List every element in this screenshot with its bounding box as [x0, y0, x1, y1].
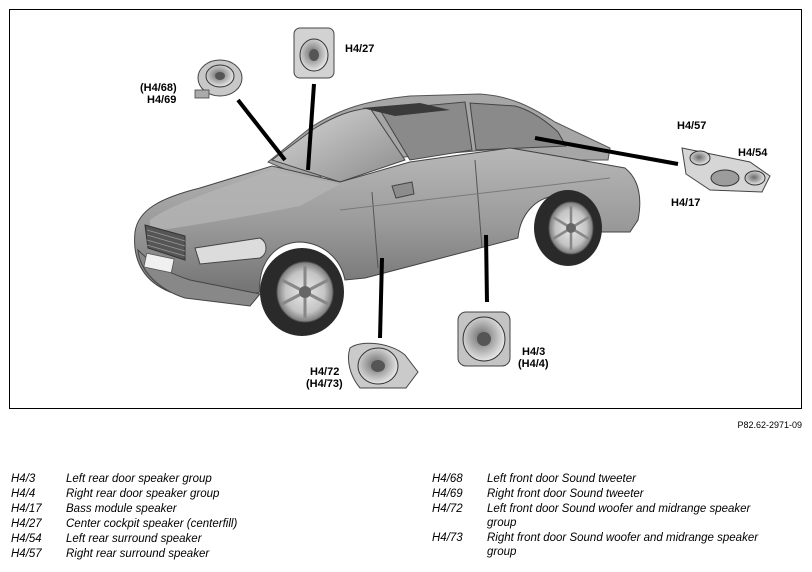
center-speaker-h4-27	[293, 27, 335, 79]
legend-code: H4/57	[11, 548, 42, 560]
rear-wheel	[534, 190, 602, 266]
legend-description: Right front door Sound woofer and midran…	[487, 532, 759, 544]
legend-row: H4/73 Right front door Sound woofer and …	[432, 531, 802, 560]
legend-code: H4/3	[11, 473, 36, 485]
callout-h4-3: H4/3	[522, 346, 546, 358]
legend-row: H4/69 Right front door Sound tweeter	[432, 487, 802, 502]
front-wheel	[260, 248, 344, 336]
legend-description-continued: group	[487, 517, 517, 529]
legend-right: H4/68 Left front door Sound tweeter H4/6…	[432, 472, 802, 560]
figure-reference: P82.62-2971-09	[737, 420, 802, 430]
legend-description: Right front door Sound tweeter	[487, 488, 644, 500]
legend-code: H4/17	[11, 503, 42, 515]
callout-h4-4: (H4/4)	[518, 358, 549, 370]
legend-description: Left front door Sound woofer and midrang…	[487, 503, 751, 515]
legend-code: H4/69	[432, 488, 463, 500]
legend-description: Right rear surround speaker	[66, 548, 210, 560]
leader-lines	[236, 83, 679, 339]
front-door-woofer-h4-72-73	[347, 342, 419, 389]
legend-row: H4/27 Center cockpit speaker (centerfill…	[11, 517, 401, 532]
legend-description: Left rear surround speaker	[66, 533, 202, 545]
callout-h4-69: H4/69	[147, 94, 177, 106]
legend-code: H4/27	[11, 518, 42, 530]
legend-row: H4/68 Left front door Sound tweeter	[432, 472, 802, 487]
legend-row: H4/17 Bass module speaker	[11, 502, 401, 517]
tweeter-h4-68-69	[194, 59, 243, 99]
legend-description: Left front door Sound tweeter	[487, 473, 636, 485]
car-body	[134, 93, 641, 307]
legend-row: H4/54 Left rear surround speaker	[11, 532, 401, 547]
legend-description-continued: group	[487, 546, 517, 558]
car-speaker-diagram	[134, 27, 771, 389]
legend-code: H4/54	[11, 533, 42, 545]
legend-description: Bass module speaker	[66, 503, 177, 515]
callout-h4-17: H4/17	[671, 197, 701, 209]
legend-left: H4/3 Left rear door speaker group H4/4 R…	[11, 472, 401, 562]
callout-h4-73: (H4/73)	[306, 378, 343, 390]
legend-code: H4/4	[11, 488, 36, 500]
rear-door-speaker-h4-3-4	[457, 311, 511, 367]
callout-h4-57: H4/57	[677, 120, 707, 132]
legend-code: H4/73	[432, 532, 463, 544]
legend-code: H4/68	[432, 473, 463, 485]
legend-row: H4/4 Right rear door speaker group	[11, 487, 401, 502]
legend-row: H4/72 Left front door Sound woofer and m…	[432, 502, 802, 531]
legend-row: H4/57 Right rear surround speaker	[11, 547, 401, 562]
legend-description: Right rear door speaker group	[66, 488, 220, 500]
rear-shelf-module	[681, 147, 771, 193]
legend-code: H4/72	[432, 503, 463, 515]
legend-description: Center cockpit speaker (centerfill)	[66, 518, 238, 530]
legend-row: H4/3 Left rear door speaker group	[11, 472, 401, 487]
callout-h4-27: H4/27	[345, 43, 375, 55]
legend-description: Left rear door speaker group	[66, 473, 212, 485]
callout-h4-72: H4/72	[310, 366, 340, 378]
callout-h4-54: H4/54	[738, 147, 768, 159]
callout-h4-68: (H4/68)	[140, 82, 177, 94]
diagram-frame: H4/27 (H4/68) H4/69 H4/57 H4/54 H4/17 H4…	[9, 9, 802, 409]
